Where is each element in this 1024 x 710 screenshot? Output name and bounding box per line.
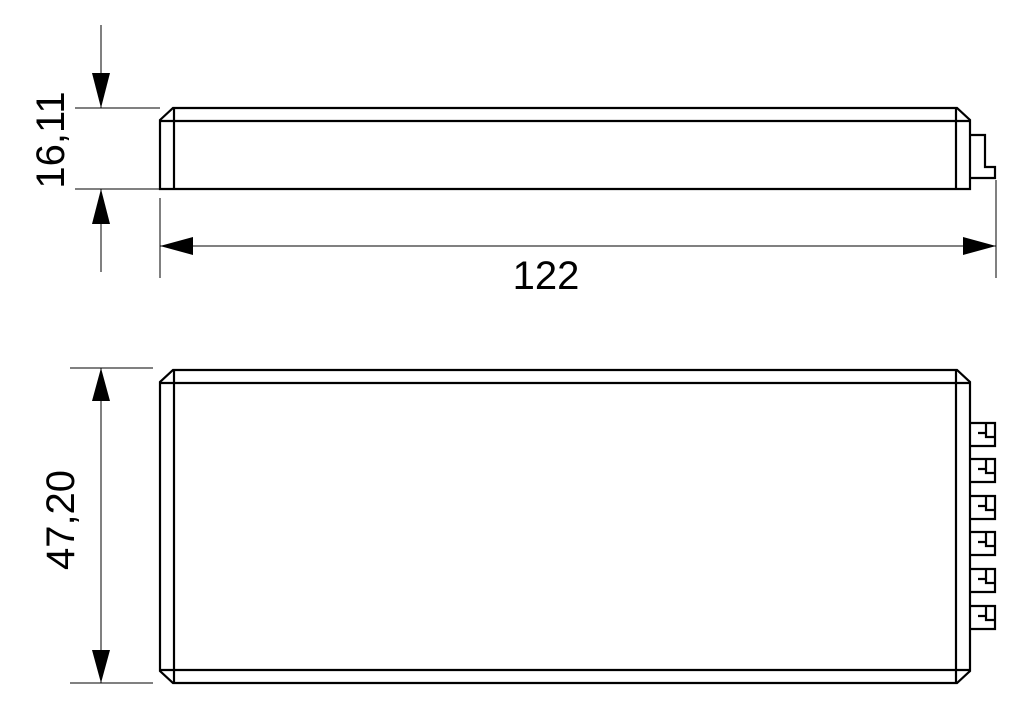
terminal-1	[970, 421, 997, 448]
height-arrow-up	[92, 189, 110, 224]
height-arrow-down	[92, 73, 110, 108]
terminal-4	[970, 530, 997, 557]
side-view-connector	[970, 133, 997, 180]
terminal-5	[970, 567, 997, 594]
terminal-2	[970, 457, 997, 484]
width-arrow-down	[92, 650, 110, 683]
side-view	[158, 106, 997, 191]
length-dimension: 122	[159, 180, 997, 298]
terminal-6	[970, 604, 997, 631]
height-dimension: 16,11	[29, 25, 160, 272]
terminal-3	[970, 494, 997, 521]
length-arrow-right	[963, 237, 996, 255]
top-view-body-outline	[158, 368, 972, 685]
height-dimension-label: 16,11	[29, 91, 73, 188]
length-dimension-label: 122	[513, 254, 580, 298]
width-arrow-up	[92, 368, 110, 401]
length-arrow-left	[160, 237, 193, 255]
width-dimension-label: 47,20	[39, 470, 83, 570]
width-dimension: 47,20	[39, 367, 153, 684]
top-view	[158, 368, 997, 685]
terminal-block	[970, 421, 997, 631]
